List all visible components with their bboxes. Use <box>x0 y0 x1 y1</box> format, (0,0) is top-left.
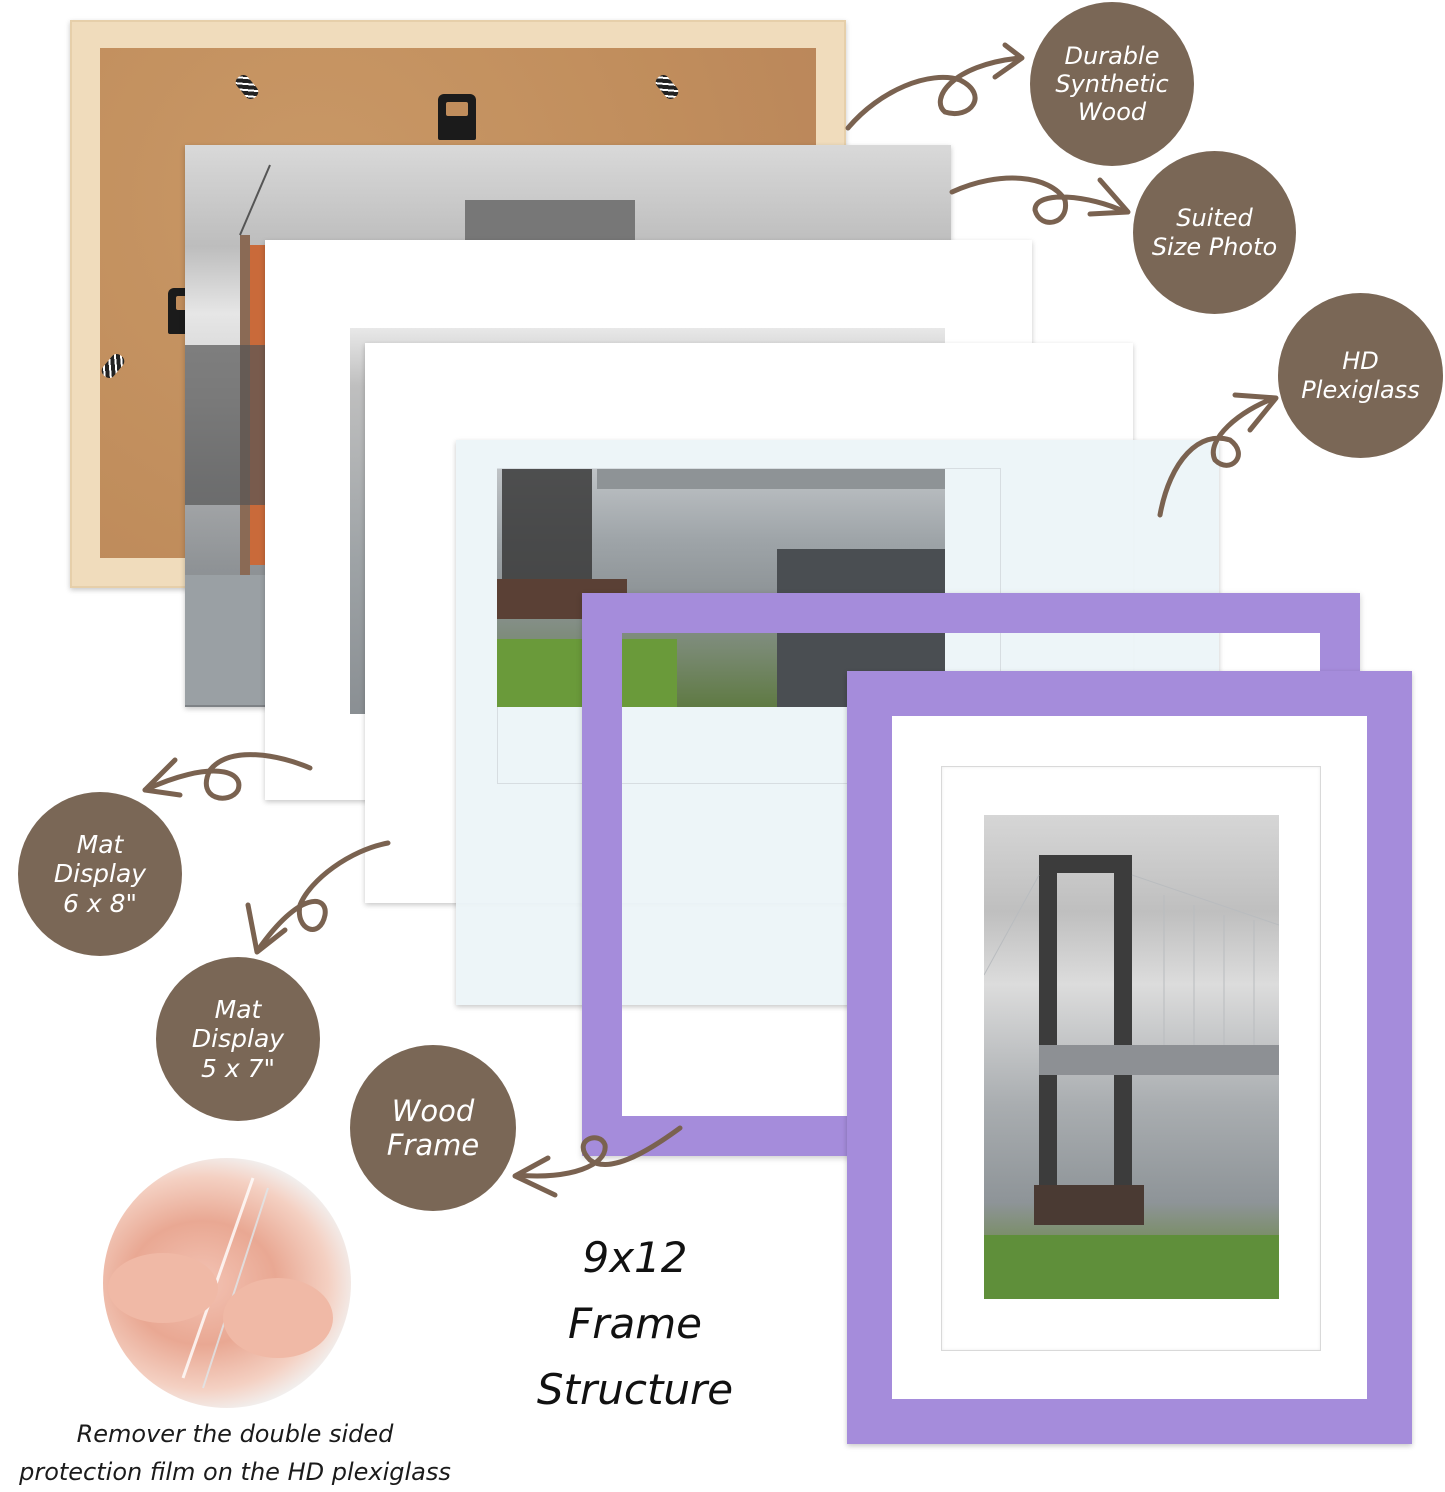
arrow-durable-wood <box>845 55 1023 131</box>
assembled-wood-frame <box>847 671 1412 1444</box>
protection-film-image <box>103 1158 351 1408</box>
label-hd-plexiglass: HD Plexiglass <box>1278 293 1443 458</box>
label-mat-display-6x8: Mat Display 6 x 8" <box>18 792 182 956</box>
label-text: Mat Display 6 x 8" <box>53 829 147 918</box>
label-text: Wood Frame <box>386 1093 480 1162</box>
label-text: Mat Display 5 x 7" <box>191 994 285 1083</box>
title-size: 9x12 <box>582 1233 688 1282</box>
label-durable-synthetic-wood: Durable Synthetic Wood <box>1030 2 1194 166</box>
caption-line-1: Remover the double sided <box>76 1420 394 1448</box>
sawtooth-hanger-icon <box>438 94 476 140</box>
caption-line-2: protection film on the HD plexiglass <box>19 1458 451 1486</box>
frame-structure-title: 9x12 Frame Structure <box>510 1225 760 1423</box>
assembled-photo <box>984 815 1279 1299</box>
label-wood-frame: Wood Frame <box>350 1045 516 1211</box>
title-frame: Frame <box>568 1299 702 1348</box>
title-structure: Structure <box>536 1365 734 1414</box>
film-removal-caption: Remover the double sided protection film… <box>0 1415 470 1491</box>
label-text: HD Plexiglass <box>1301 347 1420 404</box>
label-suited-size-photo: Suited Size Photo <box>1133 151 1296 314</box>
label-mat-display-5x7: Mat Display 5 x 7" <box>156 957 320 1121</box>
label-text: Durable Synthetic Wood <box>1055 41 1169 127</box>
label-text: Suited Size Photo <box>1151 204 1278 261</box>
assembled-mat <box>941 766 1321 1351</box>
